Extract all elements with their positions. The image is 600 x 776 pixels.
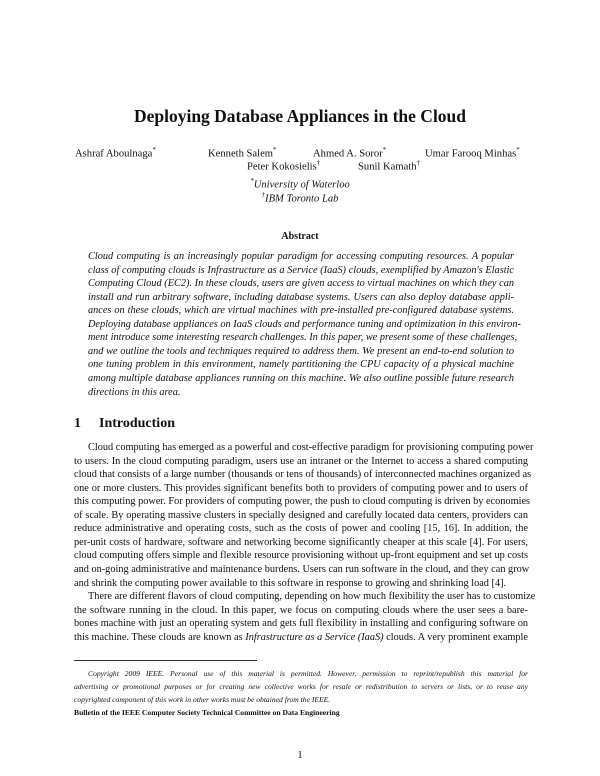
affiliation: †IBM Toronto Lab bbox=[0, 191, 600, 205]
abstract-line: among multiple database appliances runni… bbox=[88, 372, 514, 384]
affiliation-mark: * bbox=[250, 177, 254, 185]
affiliation: *University of Waterloo bbox=[0, 177, 600, 191]
abstract-line: ment introduce some interesting research… bbox=[88, 332, 518, 344]
paragraph-line: one or more clusters. This provides sign… bbox=[74, 482, 528, 494]
abstract-line: Cloud computing is an increasingly popul… bbox=[88, 251, 514, 262]
abstract-line: Deploying database appliances on IaaS cl… bbox=[88, 318, 521, 330]
affiliation-mark: † bbox=[416, 159, 421, 167]
paragraph-line: the software running in the cloud. In th… bbox=[74, 604, 528, 616]
paragraph-line: this computing power. For providers of c… bbox=[74, 496, 531, 508]
author: Ahmed A. Soror* bbox=[313, 146, 386, 160]
paragraph-line: cloud computing offers simple and flexib… bbox=[74, 550, 528, 562]
author-name: Peter Kokosielis bbox=[247, 161, 317, 173]
footnote-rule bbox=[74, 660, 257, 661]
author-name: Kenneth Salem bbox=[208, 148, 274, 160]
author-name: Sunil Kamath bbox=[358, 161, 417, 173]
footnote-line: copyrighted component of this work in ot… bbox=[74, 695, 331, 704]
affiliation-mark: † bbox=[261, 191, 266, 199]
paragraph-line: There are different flavors of cloud com… bbox=[88, 591, 536, 603]
abstract-line: and we outline the tools and techniques … bbox=[88, 345, 514, 357]
affiliation-mark: * bbox=[516, 146, 520, 154]
author-name: Ahmed A. Soror bbox=[313, 148, 383, 160]
paragraph-line: and on-going administrative and maintena… bbox=[74, 563, 530, 575]
affiliation-name: IBM Toronto Lab bbox=[265, 193, 339, 205]
abstract-line: Computing Cloud (EC2). In these clouds, … bbox=[88, 278, 514, 290]
paragraph-line: bones machine with just an operating sys… bbox=[74, 618, 528, 630]
footnote-line: Copyright 2009 IEEE. Personal use of thi… bbox=[88, 669, 528, 678]
footnote-line: advertising or promotional purposes or f… bbox=[74, 682, 528, 691]
abstract-line: directions in this area. bbox=[88, 386, 181, 398]
paragraph-text: clouds. A very prominent example bbox=[383, 631, 528, 643]
paragraph-text: this machine. These clouds are known as bbox=[74, 631, 246, 643]
abstract-line: one tuning problem in this environment, … bbox=[88, 359, 514, 371]
abstract-line: install and run arbitrary software, incl… bbox=[88, 291, 514, 303]
abstract-line: ances on these clouds, which are virtual… bbox=[88, 305, 514, 317]
affiliation-mark: * bbox=[152, 146, 156, 154]
bulletin-line: Bulletin of the IEEE Computer Society Te… bbox=[74, 708, 340, 717]
section-title: Introduction bbox=[99, 416, 175, 431]
page-number: 1 bbox=[297, 750, 303, 761]
author-name: Umar Farooq Minhas bbox=[425, 148, 517, 160]
paragraph-line: cloud that consists of a large number (t… bbox=[74, 469, 532, 481]
abstract-heading: Abstract bbox=[281, 231, 319, 242]
emphasized-term: Infrastructure as a Service (IaaS) bbox=[245, 631, 384, 643]
paragraph-line: per-unit costs of hardware, software and… bbox=[74, 536, 528, 548]
affiliation-mark: * bbox=[382, 146, 387, 154]
author: Peter Kokosielis† bbox=[247, 159, 320, 173]
affiliation-name: University of Waterloo bbox=[253, 179, 350, 191]
paper-title: Deploying Database Appliances in the Clo… bbox=[133, 106, 467, 126]
affiliation-mark: † bbox=[316, 159, 321, 167]
paragraph-line: this machine. These clouds are known as … bbox=[74, 631, 528, 645]
author-name: Ashraf Aboulnaga bbox=[75, 148, 153, 160]
paragraph-line: and shrink the computing power available… bbox=[74, 577, 507, 589]
affiliation-mark: * bbox=[273, 146, 277, 154]
author: Kenneth Salem* bbox=[208, 146, 277, 160]
abstract-line: class of computing clouds is Infrastruct… bbox=[88, 264, 514, 276]
section-heading: 1 Introduction bbox=[74, 416, 193, 432]
paragraph-line: Cloud computing has emerged as a powerfu… bbox=[88, 442, 534, 453]
author: Umar Farooq Minhas* bbox=[425, 146, 520, 160]
author: Ashraf Aboulnaga* bbox=[75, 146, 156, 160]
author: Sunil Kamath† bbox=[358, 159, 420, 173]
paragraph-line: reduce administrative and operating cost… bbox=[74, 523, 528, 535]
paragraph-line: of scale. By operating massive clusters … bbox=[74, 509, 528, 521]
section-number: 1 bbox=[74, 416, 81, 431]
paragraph-line: to users. In the cloud computing paradig… bbox=[74, 455, 528, 467]
